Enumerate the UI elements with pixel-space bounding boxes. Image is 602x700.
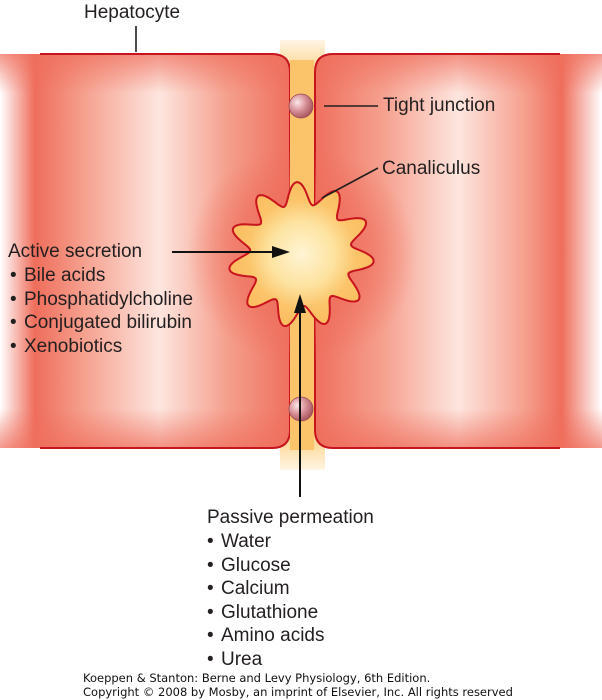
passive-permeation-heading: Passive permeation	[207, 507, 374, 528]
active-secretion-heading: Active secretion	[8, 241, 143, 262]
canaliculus-leader-line	[321, 167, 379, 199]
credit-line-1: Koeppen & Stanton: Berne and Levy Physio…	[83, 671, 431, 685]
list-item: Amino acids	[207, 624, 325, 648]
tight-junction-top	[288, 93, 314, 119]
list-item: Phosphatidylcholine	[10, 288, 193, 312]
list-item: Urea	[207, 648, 325, 672]
canaliculus-label: Canaliculus	[382, 158, 481, 179]
passive-permeation-arrow	[294, 294, 306, 497]
list-item: Calcium	[207, 577, 325, 601]
canaliculus	[228, 181, 375, 328]
active-secretion-list: Bile acids Phosphatidylcholine Conjugate…	[10, 264, 193, 358]
list-item: Glutathione	[207, 601, 325, 625]
list-item: Water	[207, 530, 325, 554]
list-item: Glucose	[207, 554, 325, 578]
tight-junction-label: Tight junction	[383, 95, 496, 116]
list-item: Bile acids	[10, 264, 193, 288]
active-secretion-arrow	[172, 246, 290, 258]
passive-permeation-list: Water Glucose Calcium Glutathione Amino …	[207, 530, 325, 671]
credit-line-2: Copyright © 2008 by Mosby, an imprint of…	[83, 685, 513, 699]
list-item: Conjugated bilirubin	[10, 311, 193, 335]
list-item: Xenobiotics	[10, 335, 193, 359]
hepatocyte-label: Hepatocyte	[84, 2, 181, 23]
